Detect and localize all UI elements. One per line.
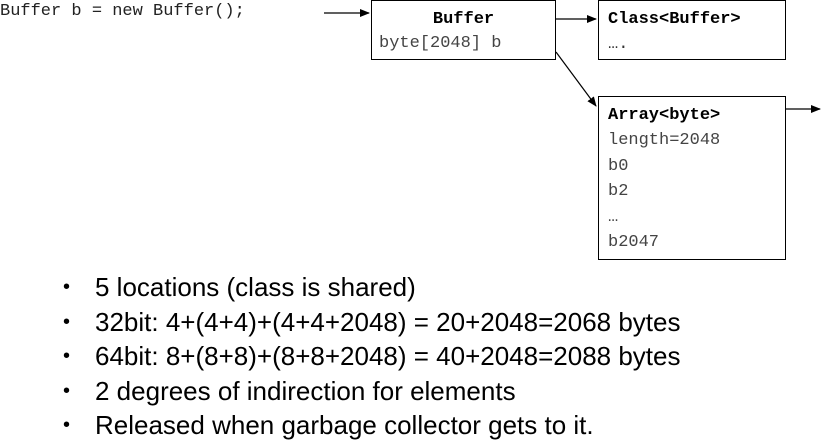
bullet-text: Released when garbage collector gets to …: [95, 410, 594, 440]
array-box-line: b2: [608, 182, 629, 201]
bullet-text: 5 locations (class is shared): [95, 272, 416, 302]
array-box-line: length=2048: [608, 131, 721, 150]
buffer-box-title: Buffer: [432, 10, 495, 29]
bullet-item: • 5 locations (class is shared): [60, 270, 680, 305]
arrow-field-to-array: [555, 51, 597, 107]
array-box-line: …: [608, 207, 619, 227]
class-buffer-box: Class<Buffer> ….: [598, 0, 786, 60]
array-box-line: b0: [608, 156, 629, 176]
bullet-dot: •: [63, 379, 71, 402]
array-box-line: b2047: [608, 233, 660, 252]
arrow-layer: [324, 9, 821, 113]
array-byte-box: Array<byte> length=2048 b0 b2 … b2047: [598, 96, 786, 260]
bullet-item: • 2 degrees of indirection for elements: [60, 374, 680, 409]
bullet-text: 64bit: 8+(8+8)+(8+8+2048) = 40+2048=2088…: [95, 341, 681, 371]
bullet-dot: •: [63, 276, 71, 298]
bullet-text: 32bit: 4+(4+4)+(4+4+2048) = 20+2048=2068…: [95, 306, 681, 337]
array-box-title: Array<byte>: [608, 106, 721, 125]
buffer-box-field: byte[2048] b: [379, 34, 502, 53]
bullet-dot: •: [63, 414, 71, 436]
bullet-item: • 32bit: 4+(4+4)+(4+4+2048) = 20+2048=206…: [60, 305, 680, 340]
bullet-item: • Released when garbage collector gets to…: [60, 408, 680, 443]
bullet-dot: •: [63, 345, 71, 367]
buffer-object-box: Buffer byte[2048] b: [371, 0, 556, 60]
bullet-dot: •: [63, 310, 71, 333]
bullet-list: • 5 locations (class is shared) • 32bit: 4…: [60, 270, 680, 443]
bullet-item: • 64bit: 8+(8+8)+(8+8+2048) = 40+2048=208…: [60, 339, 680, 374]
bullet-text: 2 degrees of indirection for elements: [95, 375, 516, 406]
class-box-content: ….: [608, 35, 629, 54]
class-box-title: Class<Buffer>: [608, 10, 741, 29]
code-statement: Buffer b = new Buffer();: [0, 2, 245, 21]
